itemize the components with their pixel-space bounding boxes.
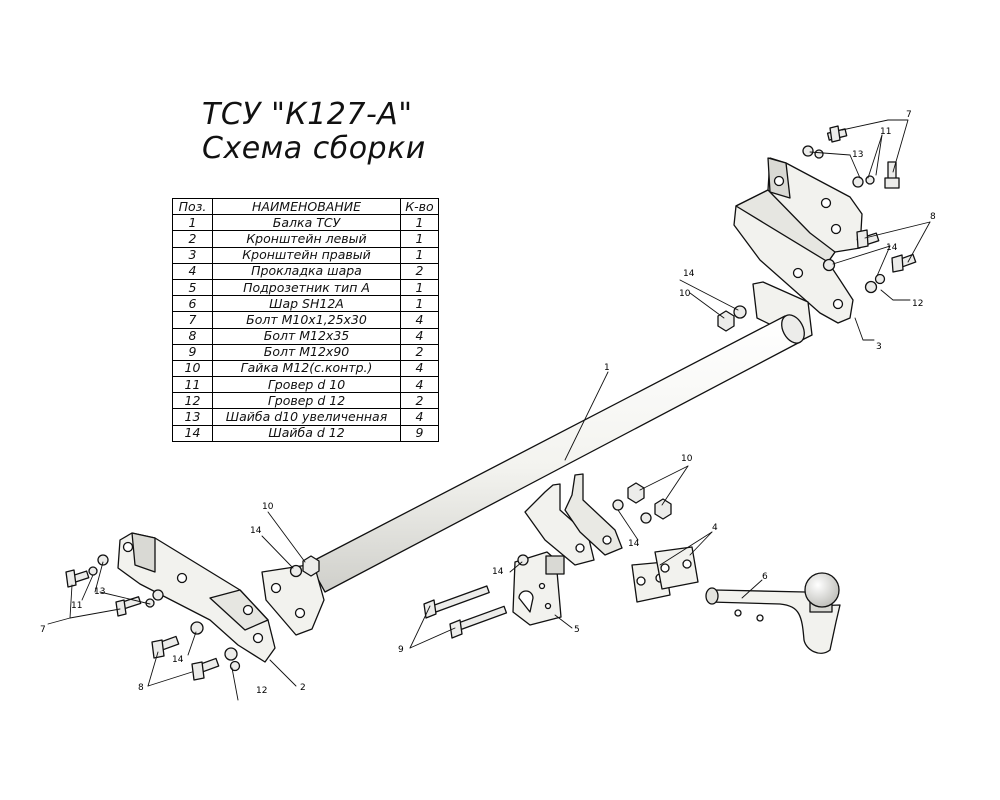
row-name: Гайка М12(с.контр.) — [212, 359, 401, 378]
right-bracket — [733, 157, 863, 324]
bolt-m10-left-lower — [115, 596, 142, 617]
callout-14-right-bracket: 14 — [886, 243, 898, 253]
leader-lines — [47, 119, 931, 701]
tow-beam — [261, 314, 805, 636]
row-name: Болт М12х90 — [212, 343, 401, 361]
bolt-m10-right-lower — [884, 161, 900, 189]
callout-14-left-nut: 14 — [250, 526, 262, 536]
callout-10-left: 10 — [262, 502, 274, 512]
row-position: 11 — [172, 376, 213, 394]
callout-14-center-plate: 14 — [492, 567, 504, 577]
callout-8-right: 8 — [930, 212, 936, 222]
fasteners — [65, 125, 917, 681]
row-quantity: 9 — [400, 424, 439, 442]
callout-14-right-bar: 14 — [683, 269, 695, 279]
row-quantity: 1 — [400, 278, 439, 297]
callout-14-center-spacer: 14 — [628, 539, 640, 549]
bolt-m12-right-2 — [891, 253, 917, 273]
callout-3: 3 — [876, 342, 882, 352]
callout-5: 5 — [574, 625, 580, 635]
bolt-m12-left-lower — [191, 657, 220, 681]
parts-table-header: Поз. НАИМЕНОВАНИЕ К-во — [172, 197, 439, 216]
callout-13-right: 13 — [852, 150, 863, 160]
diagram-title: ТСУ "К127-А" — [202, 97, 413, 132]
callout-12-right: 12 — [912, 299, 923, 309]
bolt-m10-left-upper — [65, 569, 90, 588]
bolt-m12-right — [856, 229, 880, 249]
bolt-m12-left-upper — [151, 635, 180, 659]
callout-14-left-bolts: 14 — [172, 655, 184, 665]
washer-right — [802, 145, 814, 157]
washer-beam-right — [733, 305, 747, 319]
callout-7-left: 7 — [40, 625, 46, 635]
diagram-subtitle: Схема сборки — [202, 131, 426, 166]
ball-spacers — [631, 546, 699, 603]
callout-6: 6 — [762, 572, 768, 582]
callout-7-right: 7 — [906, 110, 912, 120]
callout-12-left: 12 — [256, 686, 267, 696]
nut-center-2 — [654, 498, 672, 520]
left-bracket — [117, 532, 276, 663]
row-name: Прокладка шара — [212, 262, 401, 280]
header-position: Поз. — [172, 197, 213, 216]
callout-2: 2 — [300, 683, 306, 693]
row-name: Шар SH12A — [212, 295, 401, 313]
socket-plate — [512, 551, 565, 626]
callout-1: 1 — [604, 363, 610, 373]
grover-right — [814, 149, 824, 159]
callout-8-left: 8 — [138, 683, 144, 693]
callout-10-center: 10 — [681, 454, 693, 464]
callout-9: 9 — [398, 645, 404, 655]
nut-center-1 — [627, 482, 645, 504]
callout-13-left: 13 — [94, 587, 105, 597]
callout-11-left: 11 — [71, 601, 82, 611]
nut-left — [302, 555, 320, 577]
bolt-m12x90-upper — [423, 585, 490, 619]
row-name: Кронштейн левый — [212, 230, 401, 248]
callout-4: 4 — [712, 523, 718, 533]
callout-10-right: 10 — [679, 289, 691, 299]
tow-ball — [705, 572, 841, 654]
callout-11-right: 11 — [880, 127, 891, 137]
bolt-m10-right-upper — [826, 125, 848, 143]
callout-labels: 1 2 3 4 5 6 7 7 8 8 9 10 10 10 11 11 12 … — [40, 110, 936, 696]
row-name: Подрозетник тип А — [212, 278, 401, 297]
bolt-m12x90-lower — [449, 605, 508, 639]
nut-right — [717, 310, 735, 332]
